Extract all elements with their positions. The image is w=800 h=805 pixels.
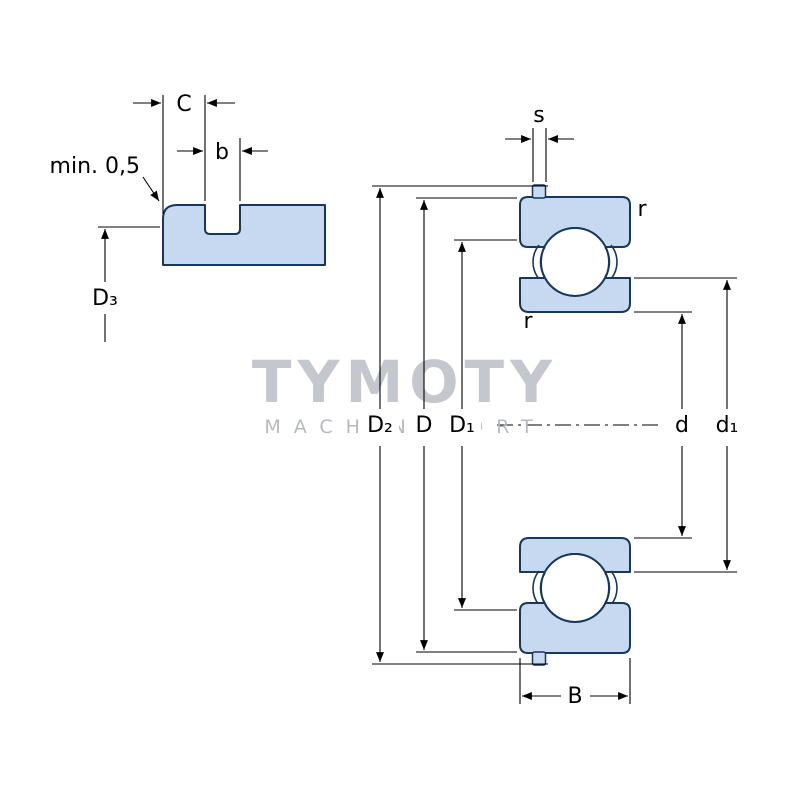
d2-label: D₂ — [367, 413, 393, 438]
d2-dimension: D₂ — [361, 185, 548, 665]
shield-bottom-right-outer — [610, 570, 618, 606]
shield-bottom-left-inner — [539, 572, 546, 604]
s-label: s — [533, 103, 544, 128]
shield-bottom-right-inner — [604, 572, 611, 604]
shield-top-left-outer — [532, 244, 540, 280]
d2-label-bg — [361, 411, 399, 437]
shoulder-dimension: d₁ — [634, 277, 744, 573]
shield-top-right-outer — [610, 244, 618, 280]
d1-label-bg — [444, 411, 481, 437]
min-leader-line — [142, 176, 160, 202]
shoulder-label: d₁ — [716, 413, 739, 438]
shield-top-right-inner — [604, 246, 611, 278]
r-label-top: r — [637, 197, 647, 222]
snap-ring-top — [531, 184, 547, 199]
b-label: b — [215, 140, 229, 165]
snap-ring-bottom — [531, 651, 547, 666]
s-dimension: s — [505, 103, 574, 182]
watermark-subtitle: MACHINEPORT — [264, 416, 545, 438]
d1-outer-dimension: D₁ — [444, 239, 517, 611]
detail-view: C b min. 0,5 D₃ — [50, 92, 326, 342]
bore-dimension: d — [634, 311, 694, 539]
r-label-bottom: r — [523, 309, 533, 334]
b-width-dimension: B — [519, 658, 631, 709]
outer-ring-bottom — [519, 602, 631, 654]
watermark-title: TYMOTY — [252, 348, 558, 416]
dimensions: s r r D₂ D D₁ — [361, 103, 744, 709]
d-label: D — [416, 413, 433, 438]
watermark: TYMOTY MACHINEPORT — [252, 348, 558, 438]
d1-label: D₁ — [449, 413, 475, 438]
min-note: min. 0,5 — [50, 154, 160, 202]
bore-label-bg — [670, 411, 694, 437]
shield-top-left-inner — [539, 246, 546, 278]
c-dimension: C — [133, 92, 235, 214]
min-label: min. 0,5 — [50, 154, 140, 179]
inner-ring-top — [519, 277, 631, 313]
bore-label: d — [675, 413, 689, 438]
d3-label: D₃ — [92, 286, 118, 311]
d-outer-dimension: D — [409, 197, 517, 653]
b-dimension: b — [177, 138, 268, 201]
shield-bottom-left-outer — [532, 570, 540, 606]
shoulder-label-bg — [710, 411, 744, 437]
c-label: C — [176, 92, 191, 117]
main-view — [497, 184, 662, 666]
d-label-bg — [409, 411, 438, 437]
b-width-label: B — [567, 684, 582, 709]
ring-groove-cross-section — [162, 204, 326, 266]
d3-dimension: D₃ — [92, 226, 160, 342]
